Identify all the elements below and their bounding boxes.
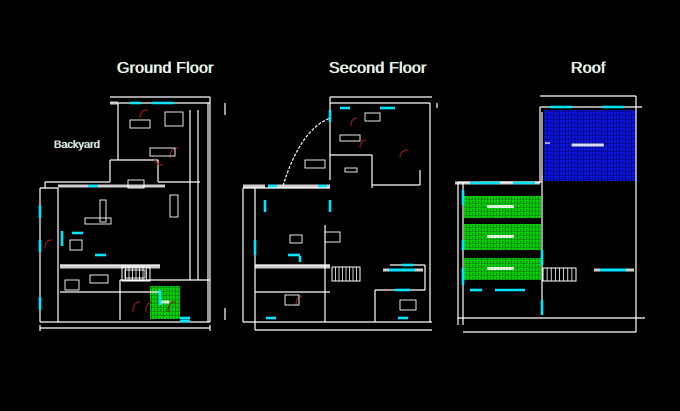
curved-wall xyxy=(282,117,331,187)
door-swing xyxy=(169,147,179,159)
furniture xyxy=(129,119,151,129)
furniture xyxy=(339,134,361,142)
furniture xyxy=(124,269,146,279)
furniture xyxy=(149,147,176,157)
furniture xyxy=(99,199,107,223)
second-floor-plan xyxy=(242,96,438,331)
furniture xyxy=(284,294,300,306)
hatch-label-illegible xyxy=(487,205,515,208)
furniture xyxy=(304,159,326,169)
label-backyard: Backyard xyxy=(54,139,100,151)
door-swing xyxy=(139,109,149,119)
furniture xyxy=(69,239,83,251)
furniture xyxy=(399,299,417,311)
door-swing xyxy=(132,301,141,313)
furniture xyxy=(84,217,112,225)
door-swing xyxy=(167,301,176,313)
hatch-label-illegible xyxy=(159,300,170,304)
title-roof: Roof xyxy=(571,60,606,77)
door-swing xyxy=(350,117,358,127)
door-swing xyxy=(295,295,303,307)
furniture xyxy=(64,279,80,291)
furniture xyxy=(169,194,179,218)
door-swing xyxy=(399,149,409,159)
furniture xyxy=(289,234,303,244)
furniture xyxy=(364,112,381,122)
title-second-floor: Second Floor xyxy=(329,60,427,77)
title-ground-floor: Ground Floor xyxy=(117,60,214,77)
furniture xyxy=(164,111,184,127)
door-swing xyxy=(359,139,367,149)
furniture xyxy=(344,167,358,173)
hatch-label-illegible xyxy=(487,235,515,238)
hatch-label-illegible xyxy=(571,143,604,147)
door-swing xyxy=(154,157,164,166)
door-swing xyxy=(44,239,53,249)
door-swing xyxy=(145,301,153,313)
hatch-label-illegible xyxy=(487,267,515,270)
furniture xyxy=(324,231,341,243)
roof-plan xyxy=(455,95,645,333)
furniture xyxy=(127,179,145,189)
ground-floor-plan xyxy=(38,96,226,331)
furniture xyxy=(89,274,109,284)
